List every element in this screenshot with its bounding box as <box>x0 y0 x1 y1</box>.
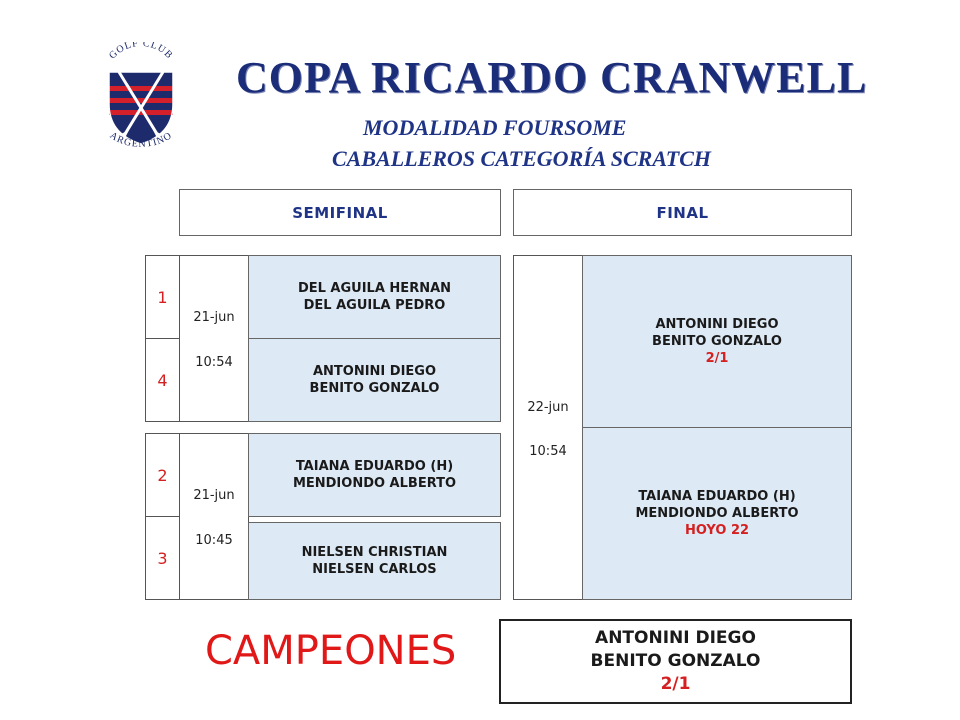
player-name: TAIANA EDUARDO (H) <box>295 459 454 474</box>
champion-name: BENITO GONZALO <box>590 651 761 671</box>
match-date: 22-jun <box>527 400 569 415</box>
match-time: 10:54 <box>529 444 567 459</box>
champion-result: 2/1 <box>660 674 691 694</box>
final-header: FINAL <box>513 189 852 236</box>
player-name: NIELSEN CARLOS <box>312 562 437 577</box>
champions-label: CAMPEONES <box>205 628 457 674</box>
player-name: ANTONINI DIEGO <box>655 317 779 332</box>
match-result: 2/1 <box>705 351 729 366</box>
player-name: DEL AGUILA PEDRO <box>303 298 446 313</box>
pair-cell: NIELSEN CHRISTIAN NIELSEN CARLOS <box>248 522 501 600</box>
svg-text:GOLF CLUB: GOLF CLUB <box>107 42 175 61</box>
seed-number: 4 <box>145 338 180 422</box>
match-time: 10:54 <box>195 355 233 370</box>
match-date: 21-jun <box>193 488 235 503</box>
champions-box: ANTONINI DIEGO BENITO GONZALO 2/1 <box>499 619 852 704</box>
match-schedule: 21-jun 10:54 <box>179 255 249 422</box>
final-pair-cell: TAIANA EDUARDO (H) MENDIONDO ALBERTO HOY… <box>582 427 852 600</box>
subtitle-category: CABALLEROS CATEGORÍA SCRATCH <box>332 146 712 171</box>
match-result: HOYO 22 <box>684 523 750 538</box>
pair-cell: DEL AGUILA HERNAN DEL AGUILA PEDRO <box>248 255 501 339</box>
pair-cell: ANTONINI DIEGO BENITO GONZALO <box>248 338 501 422</box>
match-schedule: 21-jun 10:45 <box>179 433 249 600</box>
seed-number: 3 <box>145 516 180 600</box>
player-name: NIELSEN CHRISTIAN <box>301 545 448 560</box>
player-name: BENITO GONZALO <box>309 381 440 396</box>
player-name: BENITO GONZALO <box>652 334 782 349</box>
final-pair-cell: ANTONINI DIEGO BENITO GONZALO 2/1 <box>582 255 852 428</box>
player-name: ANTONINI DIEGO <box>312 364 437 379</box>
champion-name: ANTONINI DIEGO <box>595 628 756 648</box>
pair-cell: TAIANA EDUARDO (H) MENDIONDO ALBERTO <box>248 433 501 517</box>
golf-club-logo: GOLF CLUB ARGENTINO <box>107 42 175 150</box>
match-time: 10:45 <box>195 533 233 548</box>
subtitle-modality: MODALIDAD FOURSOME <box>363 115 627 140</box>
logo-text-top: GOLF CLUB <box>107 42 174 61</box>
player-name: DEL AGUILA HERNAN <box>297 281 452 296</box>
seed-number: 2 <box>145 433 180 517</box>
player-name: TAIANA EDUARDO (H) <box>638 489 796 504</box>
semifinal-header: SEMIFINAL <box>179 189 501 236</box>
page-title: COPA RICARDO CRANWELL <box>236 53 868 102</box>
seed-number: 1 <box>145 255 180 339</box>
match-date: 21-jun <box>193 310 235 325</box>
player-name: MENDIONDO ALBERTO <box>292 476 457 491</box>
player-name: MENDIONDO ALBERTO <box>635 506 799 521</box>
final-schedule: 22-jun 10:54 <box>513 255 583 600</box>
